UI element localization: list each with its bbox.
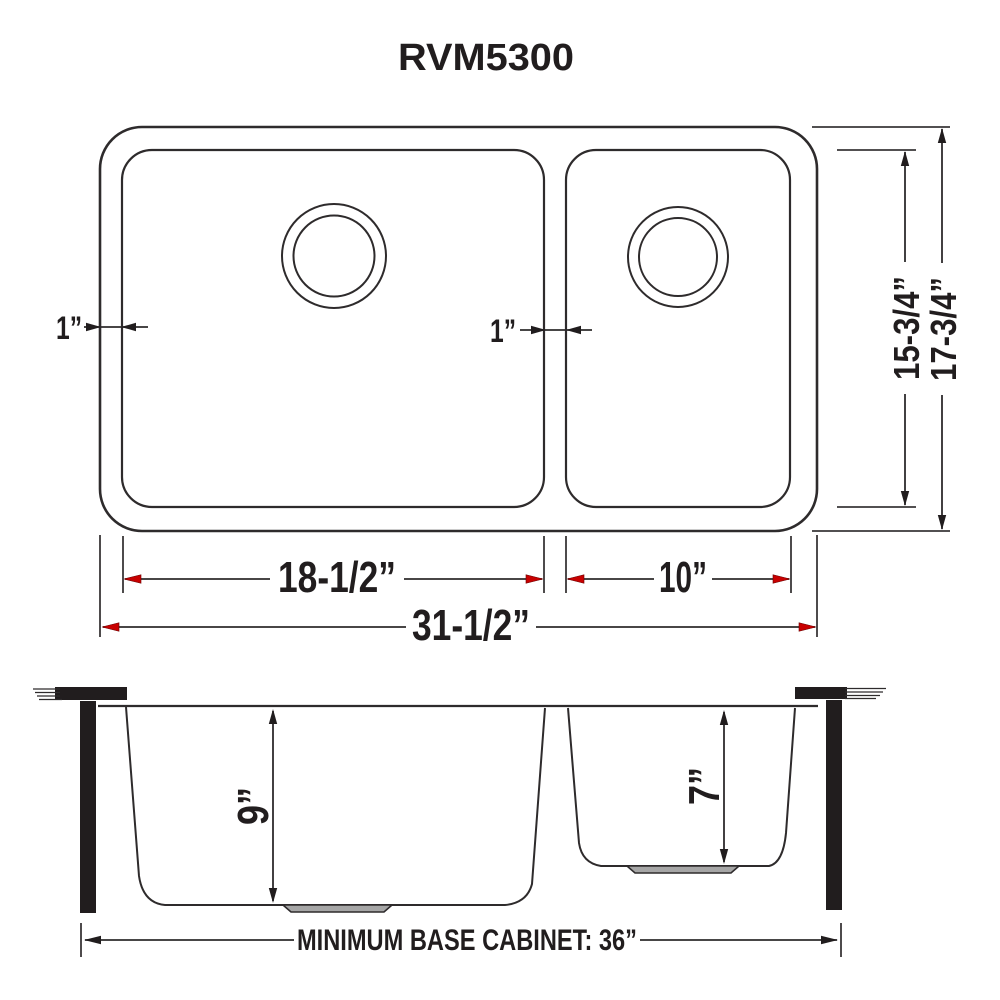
left-bowl-outline <box>120 148 546 509</box>
cabinet-wall-right <box>826 700 842 910</box>
arrowhead <box>101 622 120 632</box>
left-drain-outer-circle <box>281 203 387 309</box>
countertop-break-lines-right <box>845 687 886 700</box>
arrowhead <box>121 322 136 332</box>
right-drain-profile <box>624 865 742 874</box>
countertop-break-lines-left <box>33 688 62 701</box>
countertop-right <box>795 687 847 699</box>
countertop-left <box>55 687 127 700</box>
model-number: RVM5300 <box>398 37 574 79</box>
arrowhead <box>531 325 546 335</box>
arrowhead <box>268 888 278 903</box>
arrowhead <box>525 574 544 584</box>
top-view: 1” 1” 15-3/4” 17-3/4” <box>56 125 964 650</box>
dim-label-bowl-depth: 15-3/4” <box>886 276 927 380</box>
cabinet-wall-left <box>80 701 96 913</box>
arrowhead <box>719 710 729 725</box>
dim-label-overall-depth: 17-3/4” <box>923 277 964 381</box>
dim-base-cabinet: MINIMUM BASE CABINET: 36” <box>80 923 842 957</box>
dim-left-bowl-depth: 9” <box>229 709 278 903</box>
base-cabinet-label: MINIMUM BASE CABINET: 36” <box>297 924 637 957</box>
arrowhead <box>123 574 142 584</box>
dim-divider-width: 1” <box>490 313 592 349</box>
arrowhead <box>719 849 729 864</box>
dim-label-left-bowl-depth: 9” <box>229 787 278 825</box>
dim-label-overall-width: 31-1/2” <box>412 601 530 650</box>
dim-label-right-bowl-depth: 7” <box>680 767 729 805</box>
arrowhead <box>821 935 838 945</box>
dim-label-right-bowl-width: 10” <box>659 553 707 602</box>
dim-overall-width: 31-1/2” <box>99 535 818 650</box>
left-drain-inner-circle <box>292 214 376 298</box>
dim-overall-depth: 17-3/4” <box>812 126 964 532</box>
arrowhead <box>84 935 101 945</box>
right-drain-outer-circle <box>627 206 729 308</box>
arrowhead <box>772 574 791 584</box>
arrowhead <box>798 622 817 632</box>
dim-left-rim-width: 1” <box>56 310 148 346</box>
dim-label-left-bowl-width: 18-1/2” <box>278 553 396 602</box>
left-bowl-profile <box>125 706 546 906</box>
arrowhead <box>937 128 947 143</box>
left-drain-profile <box>280 904 395 913</box>
arrowhead <box>268 709 278 724</box>
arrowhead <box>937 515 947 530</box>
dim-right-bowl-depth: 7” <box>680 710 729 864</box>
side-view: 9” 7” MINIMUM BASE CABINET: 36” <box>33 687 886 957</box>
dim-bowl-depth: 15-3/4” <box>837 149 927 508</box>
arrowhead <box>900 491 910 506</box>
sink-outline <box>98 125 819 533</box>
dim-label-left-rim: 1” <box>56 310 82 346</box>
arrowhead <box>566 574 585 584</box>
dim-left-bowl-width: 18-1/2” <box>122 536 545 602</box>
right-drain-inner-circle <box>638 217 718 297</box>
dim-label-divider: 1” <box>490 313 516 349</box>
arrowhead <box>900 151 910 166</box>
right-bowl-outline <box>564 148 792 509</box>
dim-right-bowl-width: 10” <box>565 536 792 602</box>
arrowhead <box>566 325 581 335</box>
arrowhead <box>86 322 101 332</box>
